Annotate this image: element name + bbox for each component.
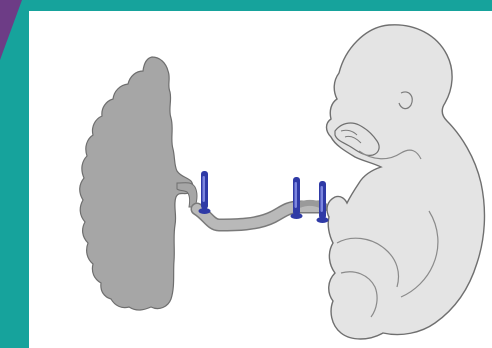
placenta-cord-fetus-illustration	[29, 11, 492, 348]
placenta-shape	[80, 57, 193, 310]
illustration-panel	[29, 11, 492, 348]
fetus-shape	[327, 25, 485, 339]
